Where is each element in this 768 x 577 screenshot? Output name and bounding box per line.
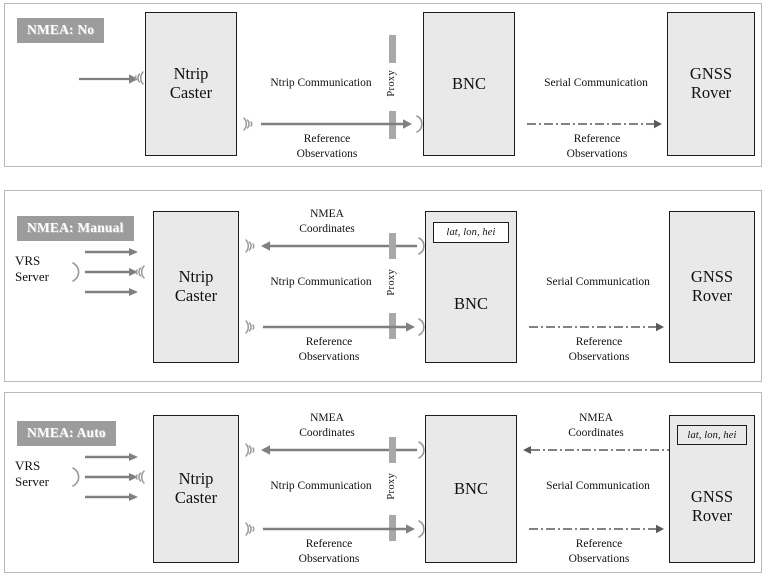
label-line: Reference xyxy=(303,133,351,145)
node-ntrip-caster[interactable]: Ntrip Caster xyxy=(145,12,237,156)
node-label-line: Caster xyxy=(169,83,213,102)
rover-coordinates-box: lat, lon, hei xyxy=(677,425,747,445)
label-line: Reference xyxy=(305,336,353,348)
bnc-coordinates-box: lat, lon, hei xyxy=(433,222,509,243)
panel-nmea-manual: NMEA: Manual VRS Server xyxy=(4,190,762,382)
label-line: Observations xyxy=(566,148,628,161)
antenna-icon xyxy=(241,234,259,258)
node-gnss-rover[interactable]: GNSS Rover xyxy=(667,12,755,156)
antenna-icon xyxy=(241,517,259,541)
node-label-line: BNC xyxy=(452,73,486,93)
proxy-bar-top xyxy=(389,437,396,463)
label-line: Coordinates xyxy=(299,427,355,440)
label-reference-observations-right: Reference Observations xyxy=(537,537,661,567)
label-reference-observations-right: Reference Observations xyxy=(537,335,661,365)
node-label-line: GNSS xyxy=(690,267,734,287)
proxy-bar-top xyxy=(389,35,396,63)
antenna-icon xyxy=(239,112,257,136)
label-ntrip-communication: Ntrip Communication xyxy=(270,480,372,492)
antenna-arc-icon xyxy=(415,114,425,134)
label-serial-communication: Serial Communication xyxy=(546,276,650,288)
node-bnc[interactable]: BNC xyxy=(425,415,517,563)
label-line: Observations xyxy=(568,351,630,364)
node-label-line: Ntrip xyxy=(178,267,214,287)
node-label-line: Rover xyxy=(691,506,733,525)
proxy-bar-top xyxy=(389,233,396,259)
label-line: Coordinates xyxy=(568,427,624,440)
label-reference-observations-left: Reference Observations xyxy=(269,537,389,567)
node-label-line: Ntrip xyxy=(178,469,214,489)
label-line: Observations xyxy=(298,553,360,566)
label-line: VRS xyxy=(15,458,41,473)
label-line: Server xyxy=(15,473,49,489)
label-reference-observations-left: Reference Observations xyxy=(269,335,389,365)
node-label-line: Rover xyxy=(691,286,733,305)
node-label-line: Ntrip xyxy=(173,64,209,84)
label-nmea-coordinates-left: NMEA Coordinates xyxy=(267,207,387,237)
antenna-icon xyxy=(131,260,149,284)
panel-nmea-no: NMEA: No Ntrip Caster BNC GNSS Rover xyxy=(4,3,762,167)
arrow-reference-observations-left xyxy=(263,521,417,537)
antenna-icon xyxy=(130,66,148,90)
label-vrs-server: VRS Server xyxy=(15,253,49,284)
node-label-line: GNSS xyxy=(689,64,733,84)
arrow-reference-observations-left xyxy=(263,319,417,335)
node-ntrip-caster[interactable]: Ntrip Caster xyxy=(153,415,239,563)
arrow-reference-observations-right xyxy=(529,521,669,537)
arrow-reference-observations-left xyxy=(261,116,415,132)
label-ntrip-communication: Ntrip Communication xyxy=(270,77,372,89)
incoming-stream-arrow xyxy=(79,70,141,88)
label-line: Coordinates xyxy=(299,223,355,236)
label-line: NMEA xyxy=(310,208,344,220)
antenna-arc-icon xyxy=(417,236,427,256)
node-gnss-rover[interactable]: GNSS Rover xyxy=(669,211,755,363)
label-line: Observations xyxy=(568,553,630,566)
node-label-line: BNC xyxy=(454,293,488,313)
node-bnc[interactable]: BNC xyxy=(423,12,515,156)
arrow-reference-observations-right xyxy=(529,319,669,335)
label-line: Reference xyxy=(575,538,623,550)
proxy-label: Proxy xyxy=(386,70,397,97)
antenna-icon xyxy=(241,315,259,339)
label-line: Observations xyxy=(296,148,358,161)
arrow-nmea-coordinates-right xyxy=(521,442,669,458)
label-line: NMEA xyxy=(310,412,344,424)
label-reference-observations-right: Reference Observations xyxy=(535,132,659,162)
node-ntrip-caster[interactable]: Ntrip Caster xyxy=(153,211,239,363)
antenna-arc-icon xyxy=(71,466,81,488)
label-line: Server xyxy=(15,268,49,284)
arrows-vrs-streams xyxy=(85,246,143,306)
label-ntrip-communication: Ntrip Communication xyxy=(270,276,372,288)
label-serial-communication: Serial Communication xyxy=(546,480,650,492)
label-line: Reference xyxy=(573,133,621,145)
antenna-icon xyxy=(241,438,259,462)
antenna-arc-icon xyxy=(417,519,427,539)
node-label-line: Rover xyxy=(690,83,732,102)
antenna-arc-icon xyxy=(71,261,81,283)
mode-badge: NMEA: Manual xyxy=(17,216,134,241)
label-line: Observations xyxy=(298,351,360,364)
label-nmea-coordinates-right: NMEA Coordinates xyxy=(533,411,659,441)
mode-badge: NMEA: No xyxy=(17,18,105,43)
label-serial-communication: Serial Communication xyxy=(544,77,648,89)
antenna-arc-icon xyxy=(417,317,427,337)
panel-nmea-auto: NMEA: Auto VRS Server xyxy=(4,392,762,573)
label-vrs-server: VRS Server xyxy=(15,458,49,489)
mode-badge: NMEA: Auto xyxy=(17,421,116,446)
label-line: VRS xyxy=(15,253,41,268)
node-label-line: Caster xyxy=(174,286,218,305)
label-line: NMEA xyxy=(579,412,613,424)
node-label-line: BNC xyxy=(454,478,488,498)
label-line: Reference xyxy=(575,336,623,348)
label-nmea-coordinates-left: NMEA Coordinates xyxy=(267,411,387,441)
arrows-vrs-streams xyxy=(85,451,143,511)
node-label-line: Caster xyxy=(174,488,218,507)
antenna-icon xyxy=(131,465,149,489)
node-label-line: GNSS xyxy=(690,487,734,507)
arrow-reference-observations-right xyxy=(527,116,667,132)
label-reference-observations-left: Reference Observations xyxy=(267,132,387,162)
antenna-arc-icon xyxy=(417,440,427,460)
label-line: Reference xyxy=(305,538,353,550)
